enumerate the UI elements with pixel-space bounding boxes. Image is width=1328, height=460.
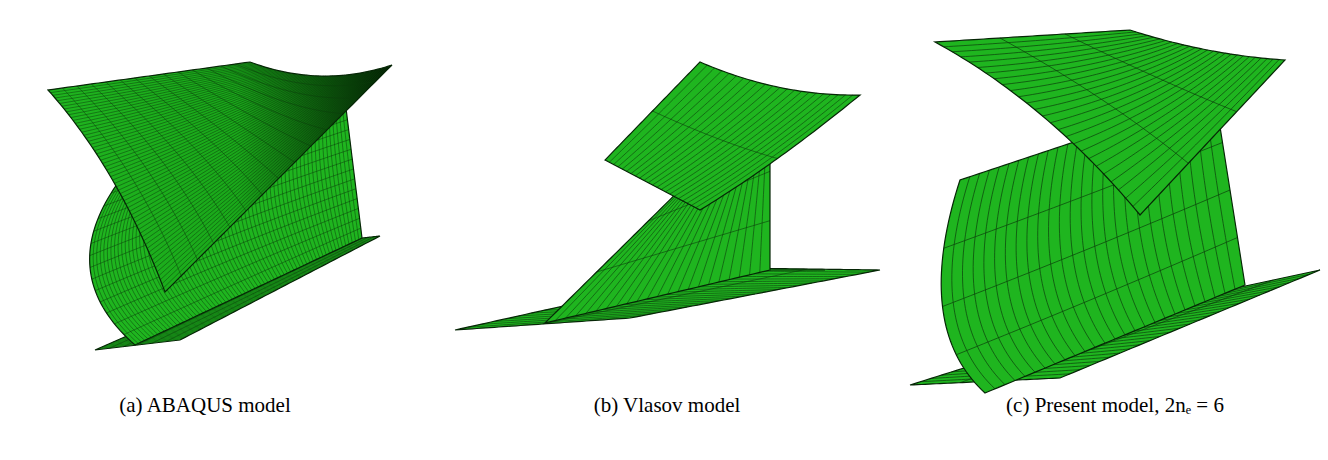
mesh-line [978, 39, 1160, 68]
mesh-line [631, 78, 744, 173]
surface-fill [935, 30, 1285, 215]
beam-surface [48, 62, 392, 292]
mesh-line [678, 94, 823, 199]
mesh-line [1070, 141, 1105, 343]
mesh-line [151, 71, 371, 256]
mesh-line [661, 90, 794, 189]
mesh-line [1066, 53, 1225, 136]
mesh-line [1111, 58, 1261, 182]
mesh-line [1002, 43, 1177, 84]
figure-caption: (c) Present model, 2nₑ = 6 [1006, 393, 1224, 418]
mesh-line [94, 74, 299, 150]
mesh-line [1050, 51, 1213, 123]
mesh-line [339, 102, 356, 241]
mesh-line [1059, 144, 1095, 347]
mesh-line [943, 190, 1231, 307]
mesh-line [144, 73, 362, 241]
mesh-line [77, 71, 280, 126]
mesh-line [137, 74, 352, 226]
mesh-line [648, 86, 773, 183]
mesh-line [956, 238, 1237, 355]
mesh-line [142, 73, 359, 237]
mesh-line [160, 67, 385, 280]
mesh-line [329, 106, 346, 246]
mesh-line [1019, 46, 1190, 96]
surface-fill [605, 62, 860, 210]
figure-caption: (b) Vlasov model [594, 393, 741, 418]
mesh-line [973, 170, 1015, 380]
mesh-line [135, 78, 263, 195]
surface-edge [48, 62, 392, 292]
mesh-line [1089, 56, 1244, 159]
mesh-line [88, 73, 292, 141]
mesh-line [1027, 48, 1196, 103]
mesh-line [126, 76, 338, 204]
mesh-line [77, 86, 198, 260]
mesh-line [149, 76, 279, 179]
mesh-line [1038, 151, 1075, 356]
mesh-line [687, 95, 838, 203]
mesh-line [80, 72, 284, 130]
mesh-line [99, 75, 305, 157]
surface-fill [48, 62, 392, 292]
mesh-line [138, 74, 354, 230]
mesh-line [62, 88, 181, 276]
mesh-line [192, 70, 327, 130]
mesh-line [1016, 157, 1055, 364]
mesh-line [696, 95, 853, 208]
mesh-line [106, 82, 230, 227]
mesh-line [995, 164, 1035, 373]
mesh-line [221, 66, 359, 98]
mesh-line [683, 94, 831, 201]
mesh-line [984, 167, 1025, 376]
mesh-line [1000, 38, 1188, 163]
mesh-line [963, 173, 1005, 384]
mesh-line [207, 68, 344, 114]
mesh-line [133, 75, 347, 219]
beam-surface [935, 30, 1285, 215]
mesh-line [1126, 59, 1273, 198]
mesh-line [92, 74, 297, 147]
mesh-line [103, 75, 310, 163]
mesh-line [157, 69, 380, 272]
mesh-line [1118, 59, 1267, 190]
mesh-line [147, 72, 366, 248]
mesh-line [152, 70, 373, 260]
web-step [770, 269, 825, 270]
mesh-line [1133, 60, 1279, 207]
mesh-line [122, 76, 333, 197]
surface-edge [935, 30, 1285, 215]
mesh-line [1058, 52, 1219, 129]
mesh-line [120, 80, 246, 211]
mesh-line [1043, 50, 1208, 116]
mesh-line [670, 92, 809, 194]
mesh-line [653, 111, 778, 159]
surface-edge [605, 62, 860, 210]
mesh-line [178, 72, 311, 146]
mesh-line [149, 71, 369, 252]
mesh-line [130, 75, 343, 211]
mesh-line [1010, 45, 1183, 91]
mesh-line [91, 84, 213, 243]
figure-caption: (a) ABAQUS model [119, 393, 291, 418]
mesh-line [1027, 154, 1065, 360]
mesh-line [994, 42, 1172, 79]
mesh-line [155, 69, 377, 268]
mesh-line [145, 72, 363, 244]
mesh-line [154, 70, 376, 264]
beam-surface [605, 62, 860, 210]
mesh-line [665, 91, 801, 191]
mesh-line [1065, 34, 1237, 112]
mesh-line [691, 95, 845, 205]
mesh-line [635, 80, 751, 176]
